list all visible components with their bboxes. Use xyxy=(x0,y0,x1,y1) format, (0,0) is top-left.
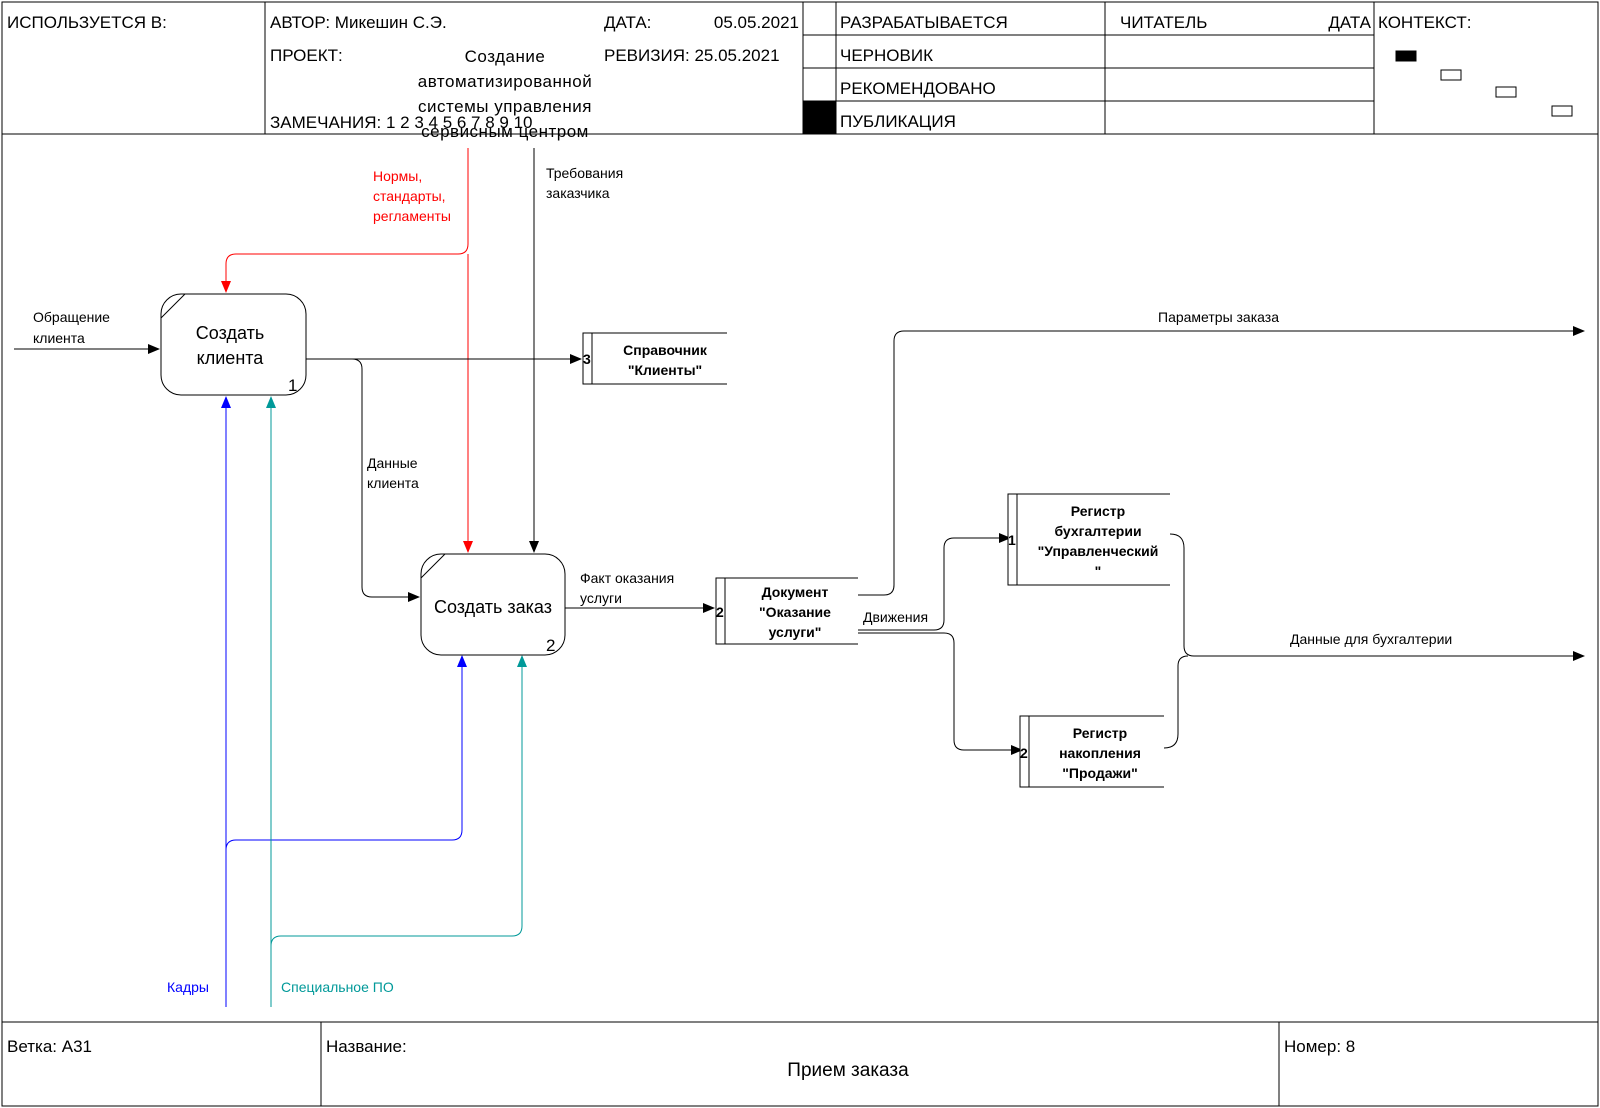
flow-label-service-fact: услуги xyxy=(580,590,622,606)
store-service-document[interactable]: 2 Документ "Оказание услуги" xyxy=(715,577,858,645)
author-label: АВТОР: Микешин С.Э. xyxy=(270,13,447,32)
flow-label-order-params: Параметры заказа xyxy=(1158,309,1279,325)
store-clients-catalog[interactable]: 3 Справочник "Клиенты" xyxy=(582,332,727,385)
flow-label-norms: Нормы, стандарты, регламенты xyxy=(373,168,451,224)
diagram-name: Прием заказа xyxy=(787,1060,909,1081)
context-label: КОНТЕКСТ: xyxy=(1378,13,1471,32)
title-block-footer xyxy=(2,1021,1598,1106)
project-title-line: сервисным центром xyxy=(421,122,589,141)
project-title-line: Создание xyxy=(465,47,546,66)
status-publication: ПУБЛИКАЦИЯ xyxy=(840,112,956,131)
process-create-order[interactable]: Создать заказ 2 xyxy=(420,553,566,656)
flow-label-line: регламенты xyxy=(373,208,451,224)
date-label: ДАТА: xyxy=(604,13,651,32)
store-label-line: накопления xyxy=(1059,745,1141,761)
flow-client-data xyxy=(351,358,420,602)
flow-label-accounting-data: Данные для бухгалтерии xyxy=(1290,631,1452,647)
process-number: 2 xyxy=(546,636,555,655)
store-label-line: "Управленческий xyxy=(1038,543,1159,559)
project-title-line: системы управления xyxy=(418,97,592,116)
store-sales-register[interactable]: 2 Регистр накопления "Продажи" xyxy=(1019,715,1164,788)
flow-label-requirements: Требования xyxy=(546,165,623,181)
store-number: 2 xyxy=(716,604,724,620)
project-label: ПРОЕКТ: xyxy=(270,46,343,65)
process-create-client[interactable]: Создать клиента 1 xyxy=(160,293,307,396)
flow-label-movements: Движения xyxy=(863,609,928,625)
notes-label: ЗАМЕЧАНИЯ: 1 2 3 4 5 6 7 8 9 10 xyxy=(270,113,533,132)
process-label-line: клиента xyxy=(197,348,265,368)
flow-software-to-create-order xyxy=(270,655,527,947)
store-label-line: Регистр xyxy=(1073,725,1127,741)
reader-date-label: ДАТА xyxy=(1328,13,1371,32)
process-label-line: Создать xyxy=(196,323,264,343)
revision-label: РЕВИЗИЯ: 25.05.2021 xyxy=(604,46,780,65)
flow-label-staff: Кадры xyxy=(167,979,209,995)
number-label: Номер: 8 xyxy=(1284,1037,1355,1056)
status-in-progress: РАЗРАБАТЫВАЕТСЯ xyxy=(840,13,1008,32)
store-number: 1 xyxy=(1008,532,1016,548)
flow-label-line: стандарты, xyxy=(373,188,446,204)
project-title: Создание автоматизированной системы упра… xyxy=(418,47,592,141)
store-label-line: услуги" xyxy=(769,624,822,640)
status-draft: ЧЕРНОВИК xyxy=(840,46,933,65)
name-label: Название: xyxy=(326,1037,407,1056)
store-management-register[interactable]: 1 Регистр бухгалтерии "Управленческий " xyxy=(1007,493,1170,586)
store-label-line: "Оказание xyxy=(759,604,831,620)
store-number: 2 xyxy=(1020,745,1028,761)
store-label-line: " xyxy=(1095,563,1102,579)
context-thumbnail xyxy=(1395,50,1573,117)
store-label-line: Регистр xyxy=(1071,503,1125,519)
flow-order-params xyxy=(858,326,1585,596)
store-number: 3 xyxy=(583,351,591,367)
flow-label-client-data: клиента xyxy=(367,475,419,491)
flow-label-client-request: клиента xyxy=(33,330,85,346)
flow-label-special-software: Специальное ПО xyxy=(281,979,394,995)
process-label-line: Создать заказ xyxy=(434,597,552,617)
store-label-line: "Клиенты" xyxy=(628,362,702,378)
branch-label: Ветка: А31 xyxy=(7,1037,92,1056)
flow-movements-to-mgmt-register xyxy=(858,533,1011,631)
project-title-line: автоматизированной xyxy=(418,72,592,91)
flow-accounting-data xyxy=(1169,533,1585,661)
store-label-line: Документ xyxy=(762,584,829,600)
store-label-line: Справочник xyxy=(623,342,708,358)
publication-status-marker xyxy=(803,101,836,134)
process-number: 1 xyxy=(288,376,297,395)
flow-staff-to-create-order xyxy=(225,655,467,851)
flow-label-client-data: Данные xyxy=(367,455,418,471)
flow-movements-to-sales-register xyxy=(858,632,1023,755)
date-value: 05.05.2021 xyxy=(714,13,799,32)
store-label-line: "Продажи" xyxy=(1062,765,1137,781)
used-in-label: ИСПОЛЬЗУЕТСЯ В: xyxy=(7,13,167,32)
reader-label: ЧИТАТЕЛЬ xyxy=(1120,13,1207,32)
flow-norms-to-create-client xyxy=(221,148,469,293)
flow-label-client-request: Обращение xyxy=(33,309,110,325)
flow-label-requirements: заказчика xyxy=(546,185,610,201)
status-recommended: РЕКОМЕНДОВАНО xyxy=(840,79,996,98)
flow-label-service-fact: Факт оказания xyxy=(580,570,674,586)
flow-label-line: Нормы, xyxy=(373,168,422,184)
store-label-line: бухгалтерии xyxy=(1054,523,1141,539)
flow-accounting-data-sales xyxy=(1163,655,1189,749)
